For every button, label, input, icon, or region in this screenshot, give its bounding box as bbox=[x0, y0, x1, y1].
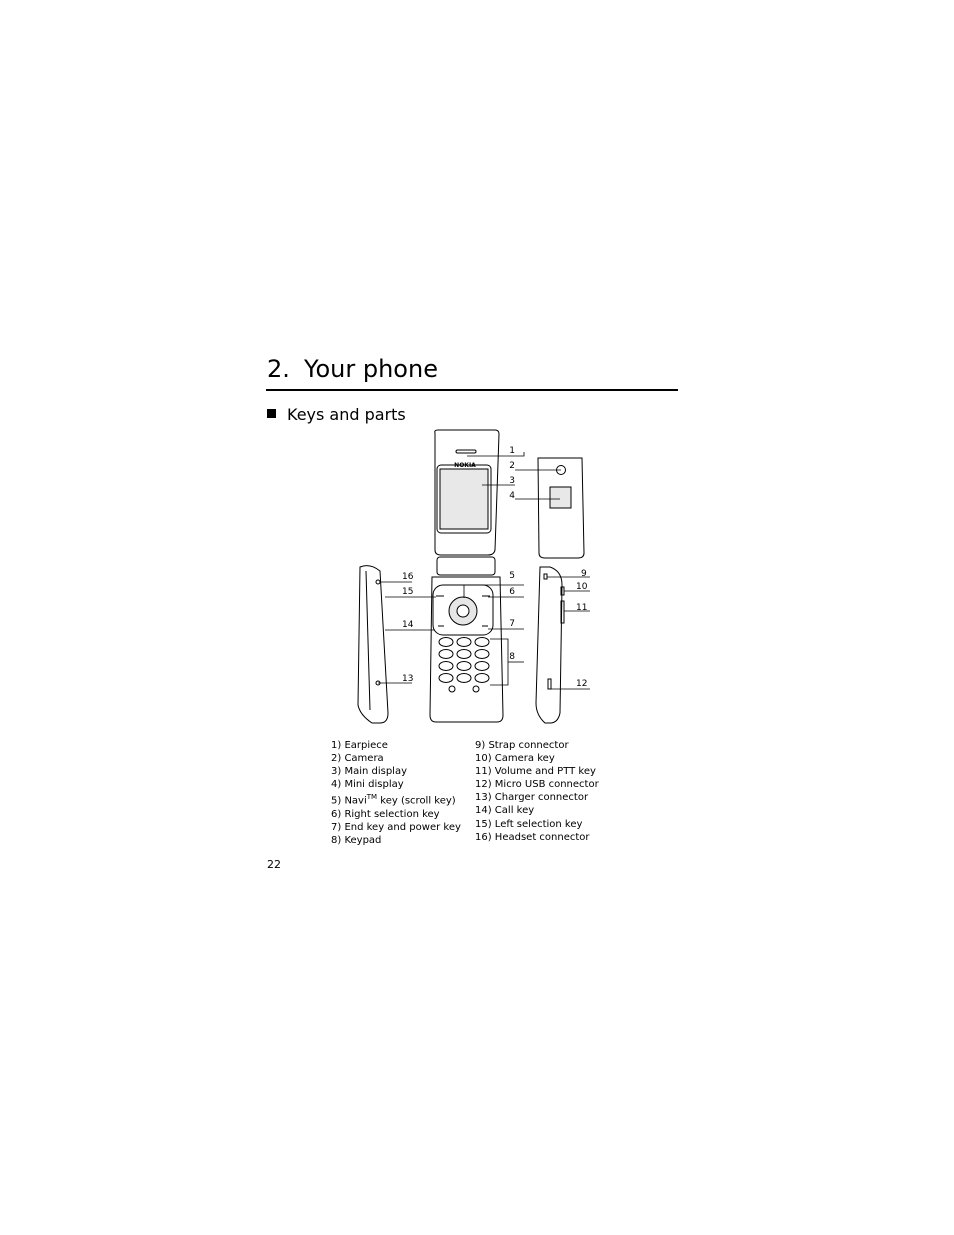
square-bullet-icon bbox=[267, 409, 276, 418]
callout-2: 2 bbox=[509, 461, 515, 471]
callout-8: 8 bbox=[509, 652, 515, 662]
callout-4: 4 bbox=[509, 491, 515, 501]
phone-back bbox=[537, 457, 585, 559]
section-heading: Keys and parts bbox=[267, 405, 406, 424]
callout-9: 9 bbox=[581, 569, 587, 579]
page-number: 22 bbox=[267, 858, 281, 871]
phone-front-upper bbox=[434, 429, 500, 556]
legend-item: 5) NaviTM key (scroll key) bbox=[331, 793, 456, 807]
phone-diagram: 1 2 3 4 5 6 7 8 9 10 11 12 13 14 15 16 N… bbox=[357, 429, 590, 724]
chapter-title: Your phone bbox=[304, 355, 438, 383]
legend-item: 14) Call key bbox=[475, 805, 535, 817]
camera-key bbox=[560, 586, 565, 596]
legend-item: 2) Camera bbox=[331, 753, 384, 765]
callout-16: 16 bbox=[402, 572, 414, 582]
legend-item: 4) Mini display bbox=[331, 779, 404, 791]
callout-13: 13 bbox=[402, 674, 413, 684]
legend-item: 11) Volume and PTT key bbox=[475, 766, 596, 778]
legend-item: 8) Keypad bbox=[331, 834, 382, 846]
legend-item: 3) Main display bbox=[331, 766, 408, 778]
main-display bbox=[439, 468, 489, 530]
chapter-number: 2. bbox=[267, 355, 290, 383]
mini-display bbox=[549, 486, 572, 509]
legend-item: 13) Charger connector bbox=[475, 792, 589, 804]
brand-logo: NOKIA bbox=[454, 462, 476, 469]
legend-item: 15) Left selection key bbox=[475, 818, 583, 830]
strap-connector bbox=[543, 573, 548, 580]
chapter-heading: 2. Your phone bbox=[266, 355, 678, 391]
legend-left: 1) Earpiece 2) Camera 3) Main display 4)… bbox=[331, 739, 461, 847]
callout-15: 15 bbox=[402, 587, 413, 597]
callout-12: 12 bbox=[576, 679, 587, 689]
headset-connector bbox=[375, 579, 381, 585]
legend-item: 16) Headset connector bbox=[475, 831, 590, 843]
volume-ptt-key bbox=[560, 600, 565, 624]
callout-1: 1 bbox=[509, 446, 515, 456]
callout-11: 11 bbox=[576, 603, 587, 613]
callout-7: 7 bbox=[509, 619, 515, 629]
callout-10: 10 bbox=[576, 582, 588, 592]
phone-hinge bbox=[436, 556, 496, 576]
keypad bbox=[438, 637, 490, 693]
earpiece-icon bbox=[455, 449, 477, 454]
legend-item: 10) Camera key bbox=[475, 753, 555, 765]
callout-6: 6 bbox=[509, 587, 515, 597]
callout-3: 3 bbox=[509, 476, 515, 486]
legend-right: 9) Strap connector 10) Camera key 11) Vo… bbox=[475, 739, 599, 844]
callout-5: 5 bbox=[509, 571, 515, 581]
legend-item: 1) Earpiece bbox=[331, 740, 388, 751]
legend-item: 7) End key and power key bbox=[331, 821, 461, 833]
legend-item: 12) Micro USB connector bbox=[475, 779, 599, 791]
phone-right-side bbox=[535, 566, 563, 724]
phone-left-side bbox=[357, 565, 389, 724]
phone-front-lower bbox=[429, 576, 504, 723]
micro-usb-connector bbox=[547, 678, 552, 690]
legend-item: 6) Right selection key bbox=[331, 808, 440, 820]
callout-14: 14 bbox=[402, 620, 414, 630]
section-title: Keys and parts bbox=[287, 405, 406, 424]
legend-item: 9) Strap connector bbox=[475, 740, 569, 751]
